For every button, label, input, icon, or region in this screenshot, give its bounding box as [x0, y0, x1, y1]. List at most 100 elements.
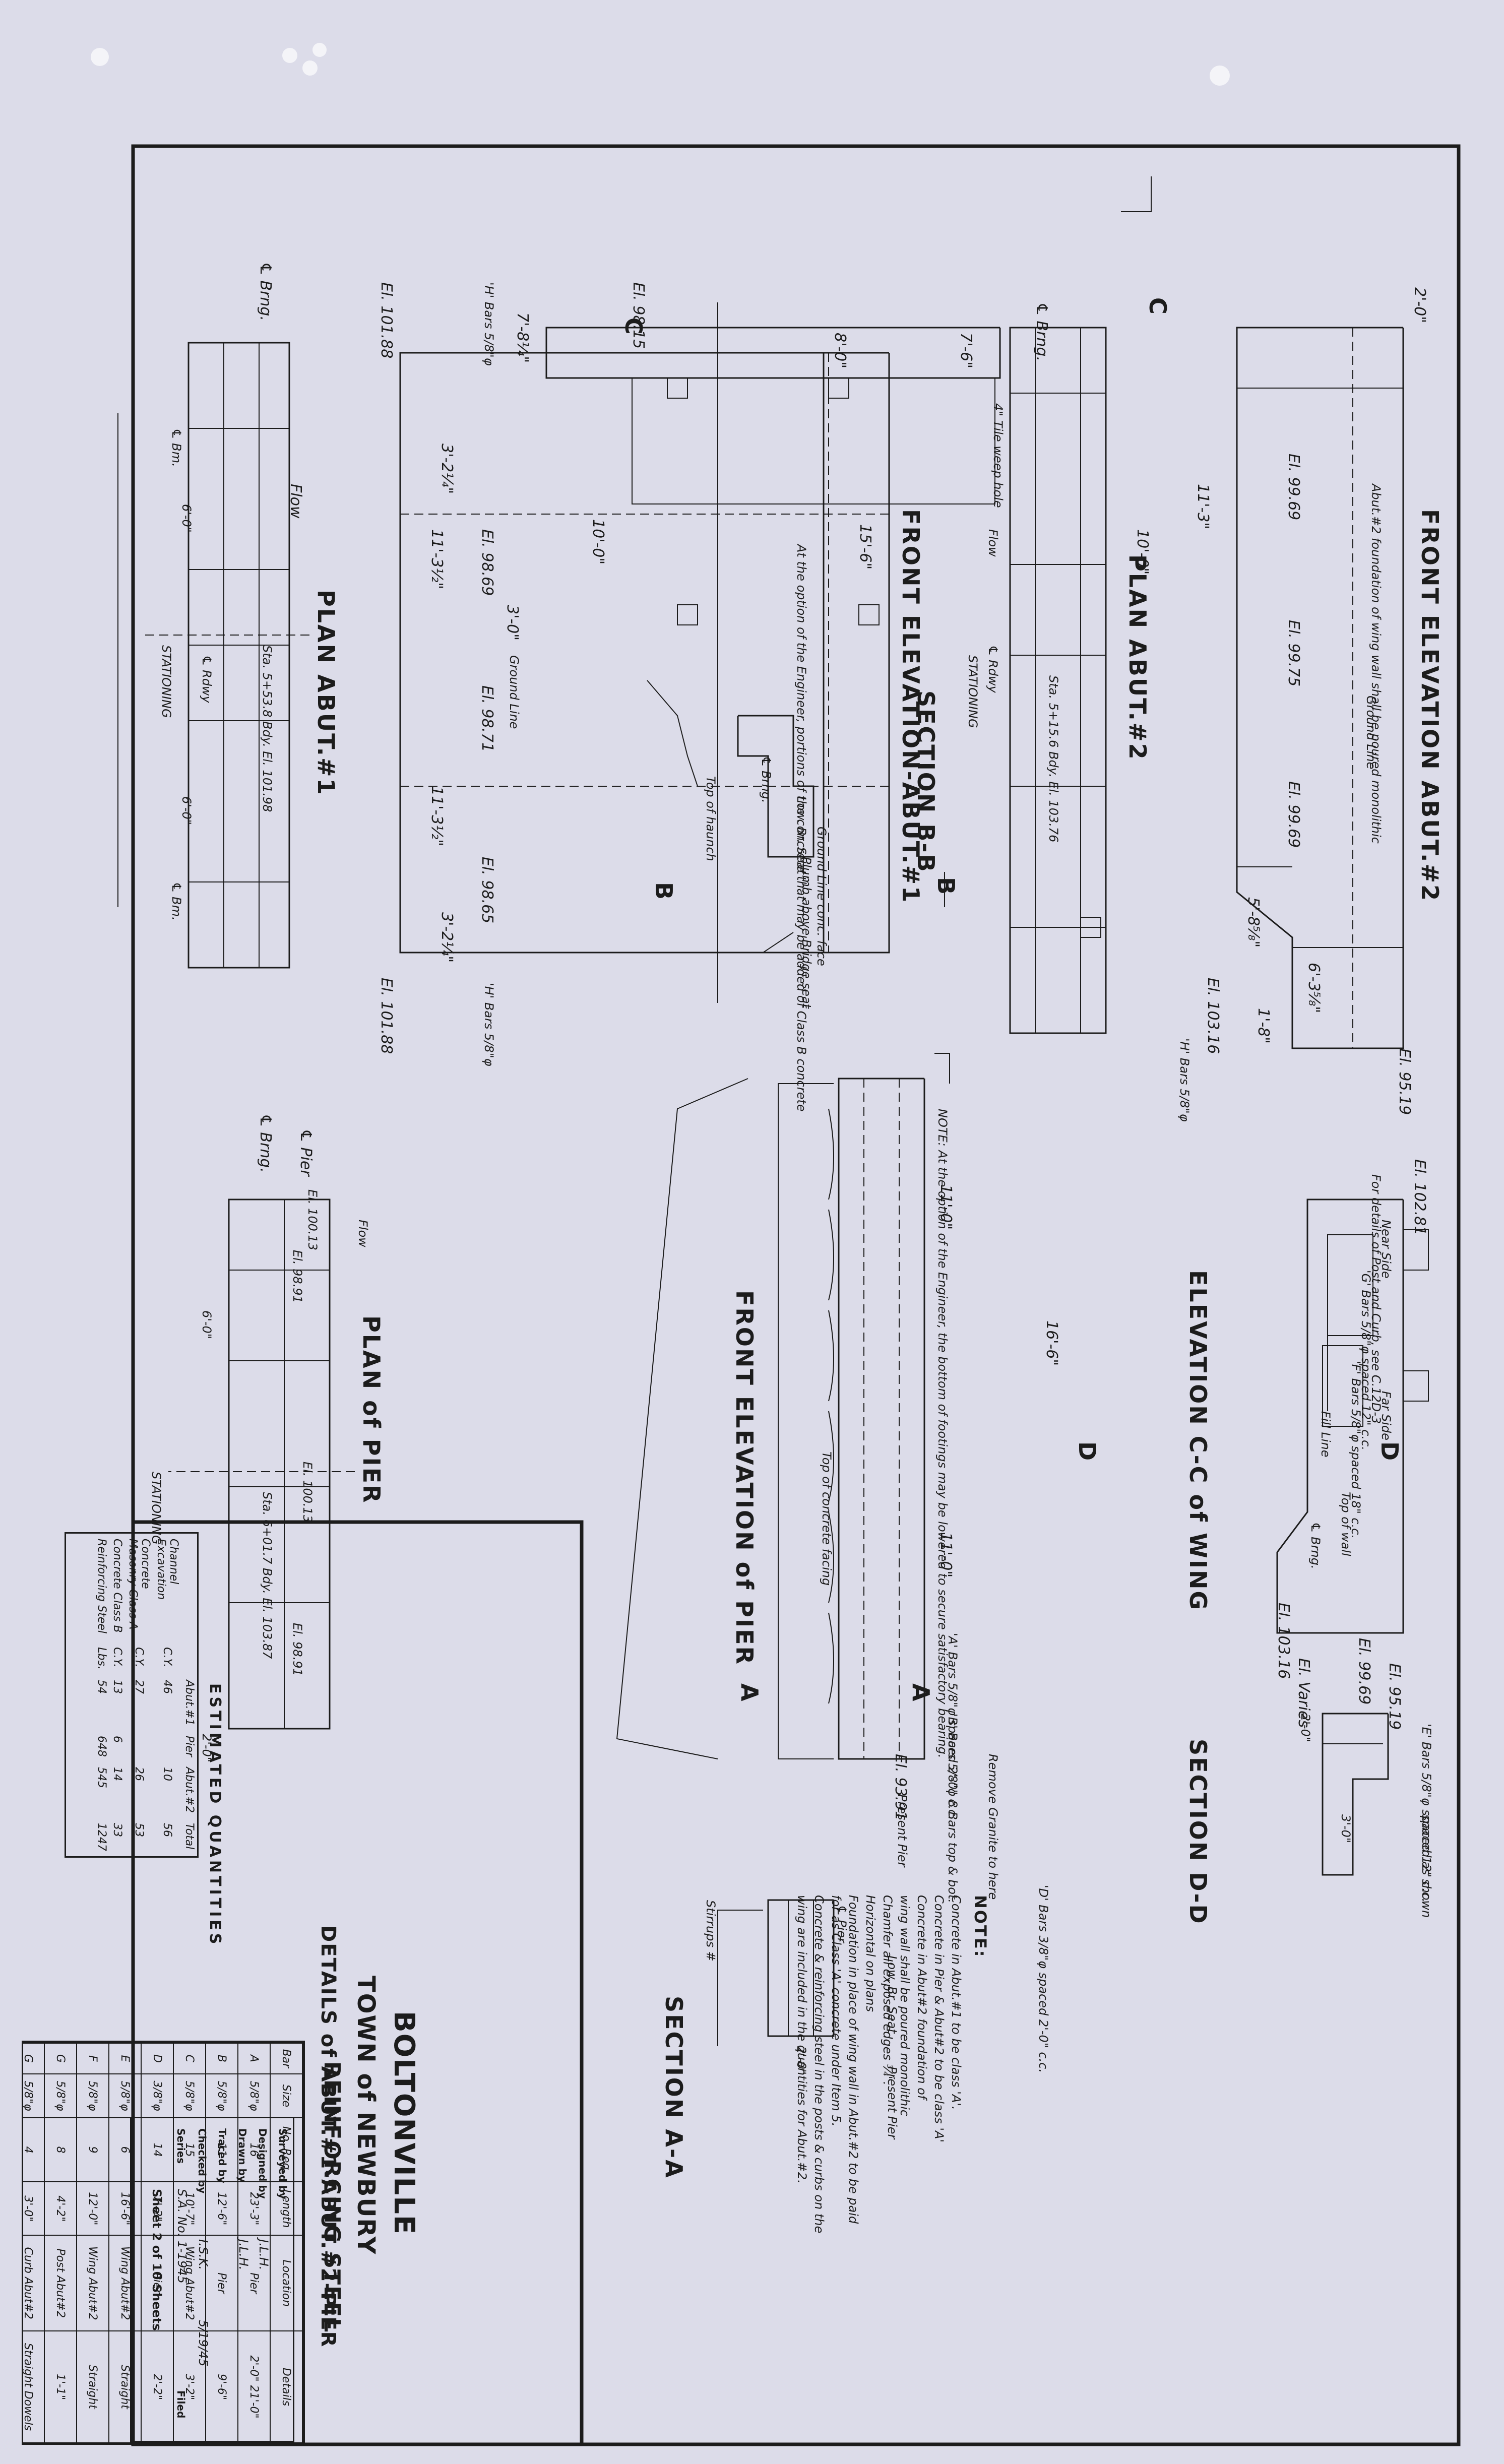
elev-abut1-top2: El. 101.88 — [378, 978, 395, 1054]
plan-abut1-title: PLAN ABUT.#1 — [312, 590, 340, 796]
qty-cell: Channel Excavation — [155, 1539, 180, 1600]
dim-6-3: 6'-3⅝" — [1305, 963, 1323, 1014]
steel-cell: 5/8"φ — [77, 2073, 109, 2118]
far-side: Far Side — [1379, 1391, 1393, 1440]
note-line: Concrete in Abut#2 foundation of — [915, 1895, 929, 2100]
date-flag: Filed — [175, 2390, 187, 2419]
elev-pier-bot: El. 93.91 — [892, 1754, 909, 1821]
section-marker-b-1: B — [932, 877, 960, 897]
steel-header-cell: Bar — [270, 2043, 302, 2074]
qty-header-cell: Pier — [183, 1735, 196, 1757]
section-marker-a-1: A — [907, 1683, 934, 1703]
dim-6-0-a: 6'-0" — [179, 504, 194, 533]
steel-cell: 5/8"φ — [44, 2073, 77, 2118]
steel-cell: 8 — [44, 2118, 77, 2182]
qty-cell: 10 — [161, 1766, 174, 1781]
steel-cell: F — [77, 2043, 109, 2074]
qty-cell: 14 — [111, 1766, 123, 1781]
e-bm-2: ℄ Bm. — [169, 882, 183, 921]
punch-hole — [91, 48, 109, 66]
notes-title: NOTE: — [971, 1895, 990, 1958]
dim-3-0-dd: 3'-0" — [1339, 1814, 1353, 1843]
e-brng-2: ℄ Brng. — [1033, 302, 1050, 361]
series-label: Series — [175, 2128, 187, 2164]
notes-block: Concrete in Abut.#1 to be class 'A'.Conc… — [793, 1895, 965, 2399]
steel-cell: Wing Abut#2 — [77, 2235, 109, 2331]
flow-label-3: Flow — [356, 1220, 370, 1247]
qty-cell: C.Y. — [161, 1647, 174, 1668]
dim-3-0: 3'-0" — [504, 605, 521, 641]
elev-abut1-left: El. 98.15 — [630, 282, 647, 349]
dim-10-0: 10'-0" — [589, 519, 607, 565]
elev-cc-wing-title: ELEVATION C-C of WING — [1184, 1270, 1212, 1612]
dim-7-8: 7'-8¼" — [514, 312, 531, 363]
designed-by-label: Designed by — [257, 2128, 269, 2199]
e-pier: ℄ Pier — [297, 1129, 315, 1176]
section-marker-b-2: B — [650, 882, 677, 902]
qty-cell: 54 — [95, 1679, 108, 1694]
section-bb — [647, 680, 814, 858]
h-bars-2: 'H' Bars 5/8"φ — [482, 983, 496, 1066]
remove-granite: Remove Granite to here — [986, 1754, 1000, 1900]
quantities-title: ESTIMATED QUANTITIES — [206, 1683, 224, 1947]
section-bb-title: SECTION B-B — [912, 690, 939, 873]
e-brng-label: ℄ Brng. — [257, 262, 274, 321]
dim-11-3a: 11'-3½" — [428, 529, 446, 590]
front-elev-pier-title: FRONT ELEVATION of PIER — [731, 1290, 758, 1666]
elev-abut1-top: El. 101.88 — [378, 282, 395, 359]
qty-cell: C.Y. — [133, 1647, 146, 1668]
dim-6-0-c: 6'-0" — [200, 1310, 214, 1339]
elev-abut1-seat: El. 98.69 — [478, 529, 496, 596]
qty-cell — [125, 1731, 153, 1762]
drawn-by: J.L.H. — [236, 2239, 250, 2270]
dim-6-0-b: 6'-0" — [179, 796, 194, 825]
ground-line-abut1: Ground Line — [507, 655, 521, 729]
elev-abut1-seat2: El. 98.65 — [478, 857, 496, 924]
flow-label-1: Flow — [287, 484, 304, 519]
town-title: TOWN of NEWBURY — [352, 1976, 380, 2255]
punch-hole — [1210, 66, 1230, 86]
plan-pier-title: PLAN of PIER — [358, 1315, 385, 1504]
section-marker-d-1: D — [1376, 1441, 1403, 1463]
sta-abut2: Sta. 5+15.6 Bdy. El. 103.76 — [1046, 675, 1060, 843]
front-elevation-abut2 — [1236, 327, 1404, 1049]
elev-wing-mid: El. 103.16 — [1275, 1603, 1292, 1679]
qty-cell: 27 — [133, 1679, 146, 1694]
low-br-seat: Low. Br. Seat — [794, 796, 808, 874]
steel-cell: 3'-0" — [22, 2182, 44, 2236]
e-rdwy-2: ℄ Rdwy — [986, 645, 1000, 693]
dim-1-8: 1'-8" — [1255, 1008, 1272, 1044]
e-brng-pier: ℄ Brng. — [257, 1114, 274, 1173]
qty-cell: Reinforcing Steel — [95, 1539, 108, 1634]
h-bars-3: 'H' Bars 5/8"φ — [1177, 1038, 1192, 1122]
qty-cell: C.Y. — [111, 1647, 123, 1668]
bars-f-spaced: 'F' Bars 5/8"φ spaced 18" c.c. — [1349, 1361, 1363, 1539]
elev-pier-s2: El. 98.91 — [290, 1623, 304, 1676]
section-aa-title: SECTION A-A — [660, 1996, 687, 2179]
qty-cell: 545 — [95, 1766, 108, 1788]
e-bm-1: ℄ Bm. — [169, 428, 183, 467]
arrow-c — [1121, 176, 1152, 212]
plan-abut2 — [1009, 327, 1107, 1034]
section-dd — [1322, 1713, 1389, 1876]
note-line: Concrete & reinforcing steel in the post… — [812, 1895, 826, 2234]
elev-pier-mid: El. 100.13 — [300, 1462, 315, 1523]
front-elevation-pier — [616, 1078, 925, 1760]
elev-abut2-mid: El. 99.75 — [1285, 620, 1302, 687]
steel-cell: G — [22, 2043, 44, 2074]
steel-cell: Post Abut#2 — [44, 2235, 77, 2331]
dim-3-2b: 3'-2¼" — [438, 912, 456, 963]
abut-found-note: Abut.#2 foundation of wing wall shall be… — [1369, 484, 1383, 844]
stationing-1: STATIONING — [159, 645, 173, 718]
steel-cell: 4'-2" — [44, 2182, 77, 2236]
details-title: DETAILS of ABUT.#1-ABUT.#2-PIER — [317, 1925, 340, 2348]
series: S.A. No. 1-1945 — [175, 2189, 189, 2284]
dim-7-6: 7'-6" — [957, 333, 975, 369]
project-title: BOLTONVILLE — [388, 2011, 420, 2236]
steel-cell: 5/8"φ — [22, 2073, 44, 2118]
